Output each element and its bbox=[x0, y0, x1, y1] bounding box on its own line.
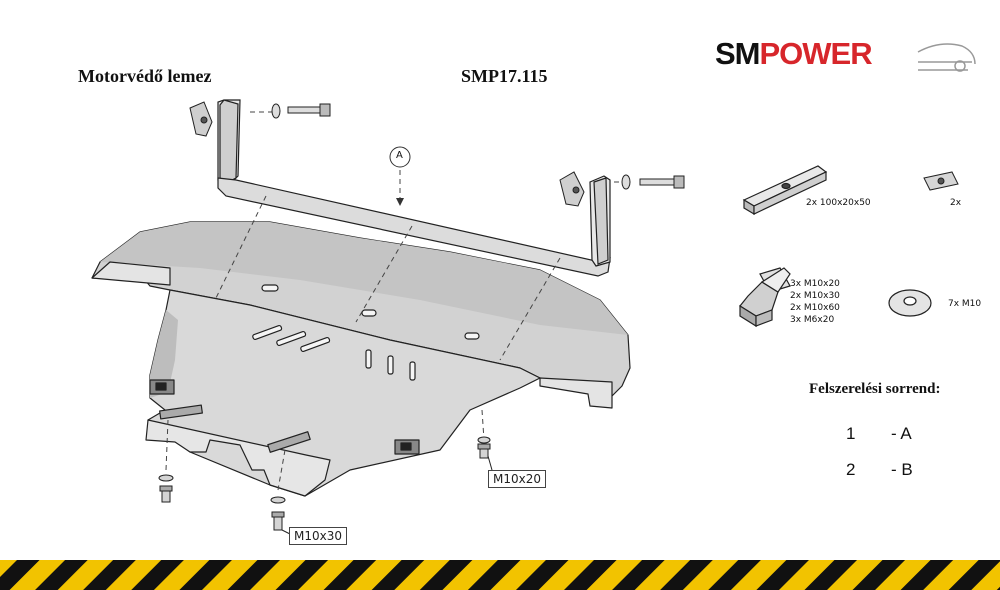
front-bracket bbox=[217, 99, 611, 277]
part-bolt bbox=[739, 267, 791, 328]
installation-step-2: 2 - B bbox=[846, 460, 913, 480]
washer-label: 7x M10 bbox=[948, 299, 982, 309]
bottom-bolts bbox=[158, 436, 493, 536]
brand-logo: SMPOWER bbox=[715, 36, 873, 72]
installation-step-1: 1 - A bbox=[846, 424, 912, 444]
part-washer bbox=[888, 289, 932, 317]
hazard-stripe bbox=[0, 560, 1000, 590]
callout-m10x30: M10x30 bbox=[289, 527, 347, 545]
part-clip bbox=[923, 171, 959, 191]
step-number: 2 bbox=[846, 460, 856, 479]
step-number: 1 bbox=[846, 424, 856, 443]
part-bar bbox=[742, 165, 828, 216]
step-value: - A bbox=[890, 424, 912, 443]
bolt-labels: 3x M10x20 2x M10x30 2x M10x60 3x M6x20 bbox=[790, 278, 840, 326]
installation-heading: Felszerelési sorrend: bbox=[809, 381, 941, 397]
step-value: - B bbox=[890, 460, 913, 479]
clip-label: 2x bbox=[950, 198, 962, 208]
bolt-label-3: 2x M10x60 bbox=[790, 303, 840, 313]
bar-label: 2x 100x20x50 bbox=[806, 198, 871, 208]
page-title: Motorvédő lemez bbox=[78, 66, 212, 86]
product-code: SMP17.115 bbox=[461, 66, 548, 86]
bolt-label-1: 3x M10x20 bbox=[790, 279, 840, 289]
top-fasteners bbox=[189, 101, 685, 207]
logo-text-power: POWER bbox=[759, 36, 873, 71]
skid-plate bbox=[91, 221, 631, 497]
logo-car-graphic bbox=[917, 43, 976, 72]
logo-text-sm: SM bbox=[715, 36, 760, 71]
marker-a-label: A bbox=[396, 150, 403, 161]
bolt-label-2: 2x M10x30 bbox=[790, 291, 840, 301]
callout-m10x20: M10x20 bbox=[488, 470, 546, 488]
bolt-label-4: 3x M6x20 bbox=[790, 315, 835, 325]
marker-a bbox=[389, 146, 411, 206]
assembly-lines bbox=[165, 111, 630, 491]
